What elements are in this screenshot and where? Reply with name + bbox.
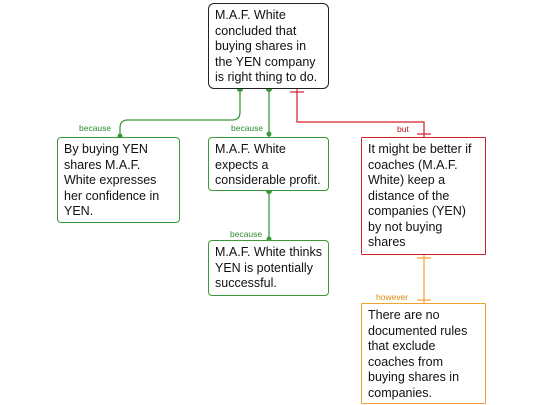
reason-node-profit[interactable]: M.A.F. White expects a considerable prof… <box>208 137 329 191</box>
reason-node-confidence[interactable]: By buying YEN shares M.A.F. White expres… <box>57 137 180 223</box>
claim-node[interactable]: M.A.F. White concluded that buying share… <box>208 3 329 89</box>
label-because-3: because <box>230 229 263 239</box>
label-because-1: because <box>79 123 112 133</box>
connector-dot <box>266 131 272 137</box>
rebuttal-node[interactable]: There are no documented rules that exclu… <box>361 303 486 404</box>
connector-because-1 <box>119 88 241 137</box>
label-however: however <box>376 292 409 302</box>
connector-but <box>296 88 425 137</box>
label-because-2: because <box>231 123 264 133</box>
objection-node[interactable]: It might be better if coaches (M.A.F. Wh… <box>361 137 486 255</box>
label-but: but <box>397 124 409 134</box>
reason-node-successful[interactable]: M.A.F. White thinks YEN is potentially s… <box>208 240 329 296</box>
